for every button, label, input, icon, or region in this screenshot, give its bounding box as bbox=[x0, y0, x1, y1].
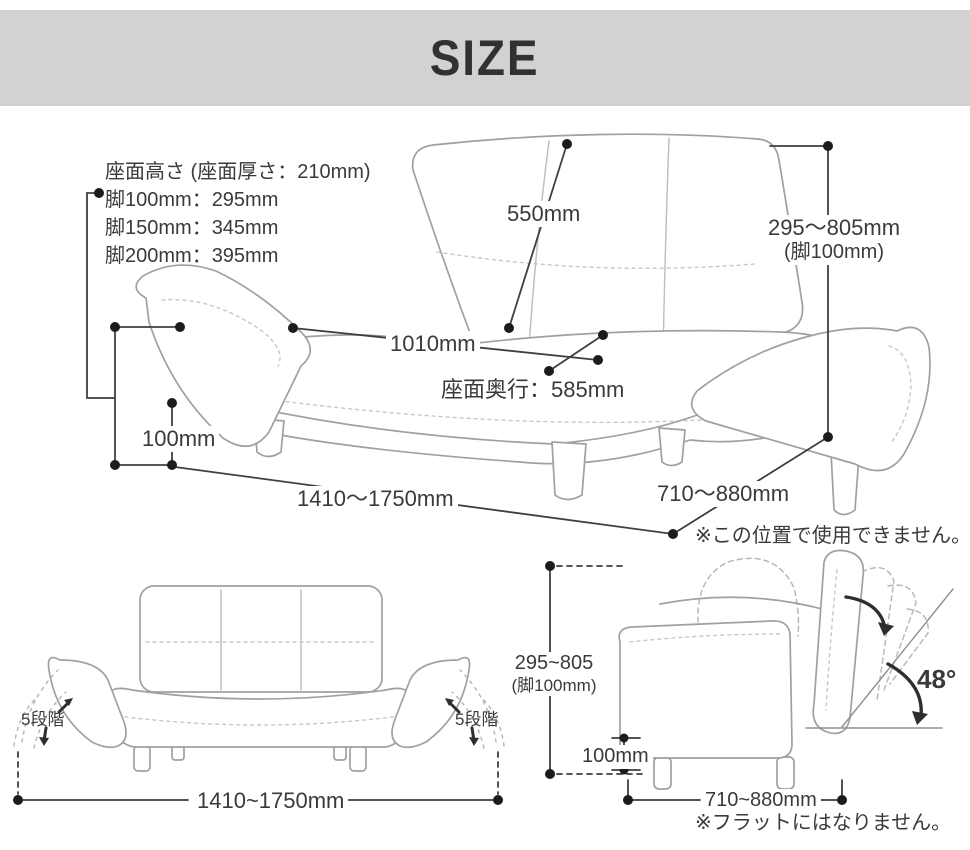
header-bar: SIZE bbox=[0, 10, 970, 106]
side-height-note: (脚100mm) bbox=[511, 675, 597, 695]
seat-width-label: 1010mm bbox=[386, 331, 480, 357]
total-height-note: (脚100mm) bbox=[783, 240, 884, 263]
front-width-range-label: 1410~1750mm bbox=[193, 788, 349, 814]
recline-steps-right-label: 5段階 bbox=[455, 710, 499, 729]
recline-steps-left-label: 5段階 bbox=[21, 710, 65, 729]
recline-angle-label: 48° bbox=[917, 664, 957, 694]
warning-top-label: ※この位置で使用できません。 bbox=[695, 525, 970, 547]
seat-height-line-3: 脚200mm：395mm bbox=[105, 245, 279, 267]
side-view-sofa bbox=[618, 549, 954, 790]
front-view-sofa bbox=[13, 585, 505, 772]
width-range-label: 1410〜1750mm bbox=[293, 486, 458, 512]
warning-bottom-label: ※フラットにはなりません。 bbox=[695, 812, 952, 834]
side-leg-height-label: 100mm bbox=[578, 745, 653, 769]
seat-height-block: 座面高さ (座面厚さ：210mm) 脚100mm：295mm 脚150mm：34… bbox=[105, 158, 371, 270]
side-height-range: 295~805 bbox=[514, 652, 594, 674]
total-height-block: 295〜805mm (脚100mm) bbox=[755, 215, 913, 265]
front-view-dimensions bbox=[13, 751, 503, 805]
side-height-block: 295~805 (脚100mm) bbox=[494, 652, 614, 696]
seat-height-line-2: 脚150mm：345mm bbox=[105, 217, 279, 239]
page-title: SIZE bbox=[430, 30, 540, 86]
seat-height-line-1: 脚100mm：295mm bbox=[105, 189, 279, 211]
depth-range-label: 710〜880mm bbox=[653, 481, 794, 507]
leg-height-label: 100mm bbox=[138, 426, 220, 452]
total-height-range: 295〜805mm bbox=[767, 215, 901, 240]
side-depth-range-label: 710~880mm bbox=[701, 789, 821, 813]
seat-height-title: 座面高さ (座面厚さ：210mm) bbox=[105, 161, 371, 183]
seat-depth-label: 座面奥行：585mm bbox=[437, 377, 629, 403]
back-height-label: 550mm bbox=[503, 201, 585, 227]
